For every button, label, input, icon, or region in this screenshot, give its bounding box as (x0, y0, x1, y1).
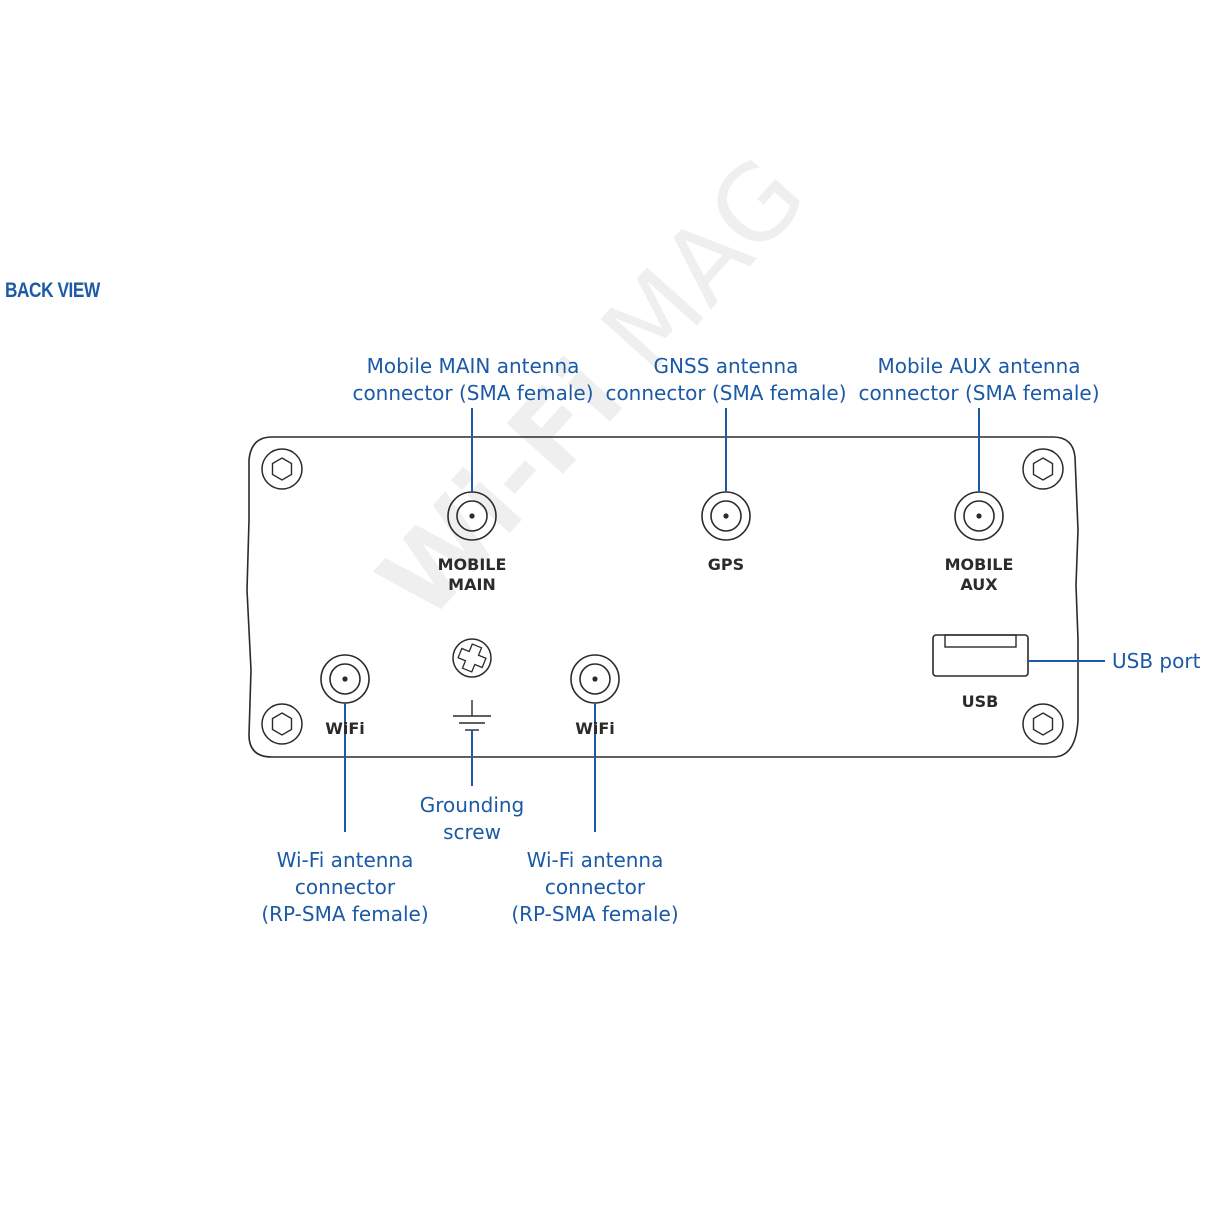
callout-wifi-right: Wi-Fi antenna connector (RP-SMA female) (495, 847, 695, 928)
callout-usb-port: USB port (1112, 648, 1208, 675)
callout-line: connector (SMA female) (352, 381, 594, 405)
callout-line: GNSS antenna (653, 354, 799, 378)
panel-label-usb: USB (930, 692, 1030, 712)
hex-screw-icon-bottom-left (261, 703, 303, 745)
ground-symbol-icon (453, 700, 491, 731)
callout-line: connector (294, 875, 396, 899)
panel-label-wifi-right: WiFi (555, 719, 635, 739)
callout-line: Grounding (419, 793, 525, 817)
hex-screw-icon-top-right (1022, 448, 1064, 490)
sma-connector-icon-wifi-left (320, 654, 370, 704)
callout-line: USB port (1112, 649, 1201, 673)
sma-connector-icon-wifi-right (570, 654, 620, 704)
sma-connector-icon-mobile-aux (954, 491, 1004, 541)
callout-line: Mobile AUX antenna (877, 354, 1081, 378)
sma-connector-icon-mobile-main (447, 491, 497, 541)
callout-mobile-main: Mobile MAIN antenna connector (SMA femal… (348, 353, 598, 407)
panel-label-gps: GPS (676, 555, 776, 575)
callout-line: screw (443, 820, 501, 844)
callout-line: Wi-Fi antenna (526, 848, 664, 872)
hex-screw-icon-bottom-right (1022, 703, 1064, 745)
panel-label-wifi-left: WiFi (305, 719, 385, 739)
callout-wifi-left: Wi-Fi antenna connector (RP-SMA female) (245, 847, 445, 928)
panel-label-line: WiFi (325, 719, 365, 738)
callout-line: (RP-SMA female) (511, 902, 679, 926)
device-outline (246, 436, 1079, 758)
callout-gnss: GNSS antenna connector (SMA female) (601, 353, 851, 407)
panel-label-mobile-main: MOBILE MAIN (422, 555, 522, 595)
panel-label-line: WiFi (575, 719, 615, 738)
sma-connector-icon-gps (701, 491, 751, 541)
panel-label-line: MAIN (448, 575, 496, 594)
callout-mobile-aux: Mobile AUX antenna connector (SMA female… (854, 353, 1104, 407)
panel-label-line: MOBILE (944, 555, 1014, 574)
usb-port-icon (932, 634, 1029, 677)
panel-label-line: AUX (960, 575, 998, 594)
panel-label-mobile-aux: MOBILE AUX (929, 555, 1029, 595)
callout-line: Mobile MAIN antenna (366, 354, 580, 378)
grounding-screw-icon (452, 638, 492, 678)
callout-line: connector (SMA female) (858, 381, 1100, 405)
panel-label-line: USB (961, 692, 999, 711)
hex-screw-icon-top-left (261, 448, 303, 490)
callout-grounding-screw: Grounding screw (397, 792, 547, 846)
panel-label-line: GPS (707, 555, 745, 574)
callout-line: (RP-SMA female) (261, 902, 429, 926)
callout-line: Wi-Fi antenna (276, 848, 414, 872)
section-title: BACK VIEW (5, 279, 100, 302)
callout-line: connector (SMA female) (605, 381, 847, 405)
panel-label-line: MOBILE (437, 555, 507, 574)
callout-line: connector (544, 875, 646, 899)
